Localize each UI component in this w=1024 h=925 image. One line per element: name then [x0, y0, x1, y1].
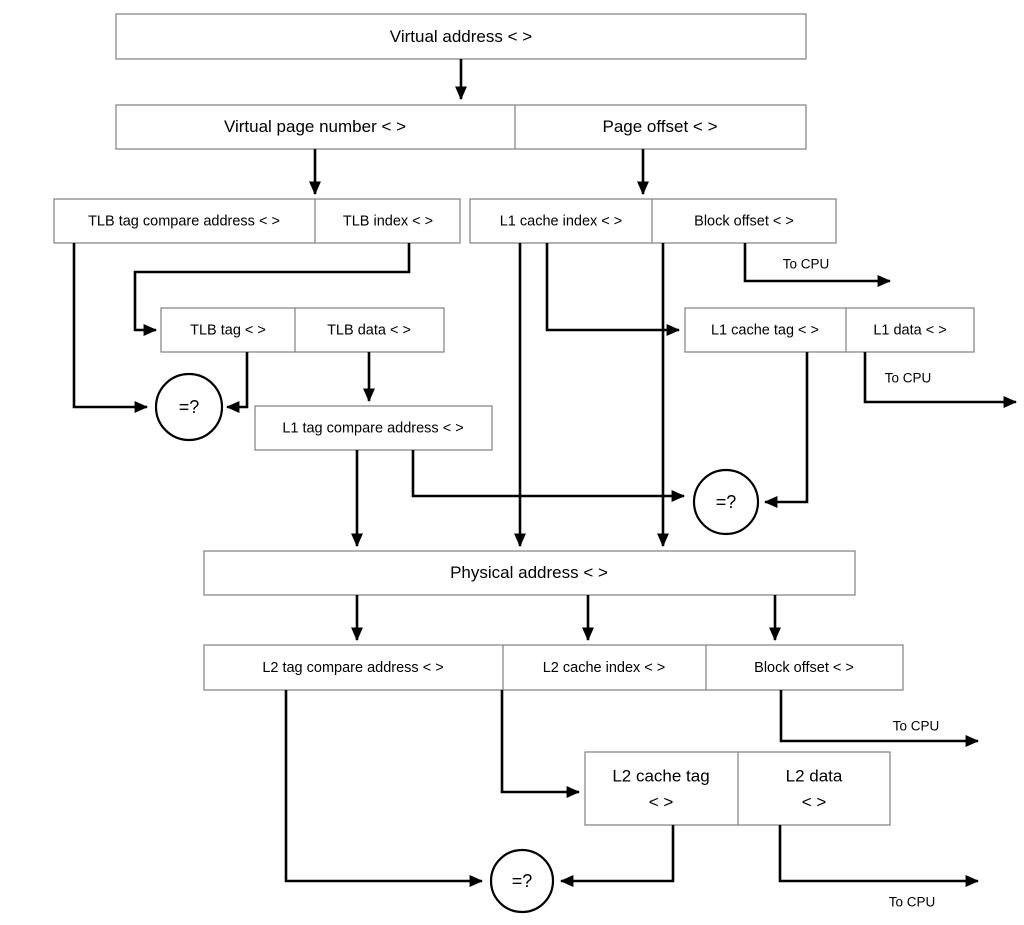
virtual-address-label: Virtual address < > — [390, 27, 532, 46]
wire-block-offset-to-cpu — [743, 243, 892, 287]
l1-tag-compare-address-label: L1 tag compare address < > — [282, 420, 463, 436]
wire-l2-tag-to-comparator — [559, 825, 675, 887]
l1-tag-compare-address-box: L1 tag compare address < > — [254, 405, 493, 451]
l2-address-split-box: L2 tag compare address < > L2 cache inde… — [203, 644, 904, 691]
wire-tlb-tagcompare-to-comparator — [72, 243, 149, 413]
virtual-page-number-box: Virtual page number < > Page offset < > — [115, 104, 807, 150]
virtual-page-number-label: Virtual page number < > — [224, 117, 406, 136]
to-cpu-l2-data-label: To CPU — [889, 895, 936, 910]
l2-data-label-line2: < > — [802, 792, 827, 811]
block-offset-bottom-label: Block offset < > — [754, 660, 854, 676]
wire-l2-index-to-l2-tag — [500, 690, 581, 798]
l1-cache-tag-label: L1 cache tag < > — [711, 322, 819, 338]
l1-cache-index-label: L1 cache index < > — [500, 213, 623, 229]
l2-tag-compare-address-label: L2 tag compare address < > — [262, 660, 443, 676]
tlb-tag-compare-address-label: TLB tag compare address < > — [88, 213, 280, 229]
tlb-tag-label: TLB tag < > — [190, 322, 266, 338]
block-offset-top-label: Block offset < > — [694, 213, 794, 229]
tlb-index-label: TLB index < > — [343, 213, 433, 229]
l2-data-label-line1: L2 data — [786, 766, 843, 785]
wire-l1-index-to-l1-tag — [545, 243, 681, 336]
l1-comparator-label: =? — [716, 492, 737, 512]
to-cpu-block-offset-label: To CPU — [783, 257, 830, 272]
tlb-address-split-box: TLB tag compare address < > TLB index < … — [53, 198, 461, 244]
l1-entry-box: L1 cache tag < > L1 data < > — [684, 307, 975, 353]
wire-l2-tagcompare-to-comparator — [284, 690, 484, 887]
wire-l1-data-to-cpu — [863, 352, 1018, 408]
l1-address-split-box: L1 cache index < > Block offset < > — [469, 198, 837, 244]
l2-cache-tag-label-line1: L2 cache tag — [612, 766, 709, 785]
virtual-address-box: Virtual address < > — [115, 13, 807, 60]
l2-comparator: =? — [489, 848, 555, 914]
l2-cache-index-label: L2 cache index < > — [543, 660, 666, 676]
wire-tlb-tag-to-comparator — [225, 352, 249, 413]
page-offset-label: Page offset < > — [603, 117, 718, 136]
wire-l2-data-to-cpu — [778, 825, 980, 887]
to-cpu-l2-block-offset-label: To CPU — [893, 719, 940, 734]
wire-l1-tag-to-comparator — [763, 352, 809, 508]
wire-tlb-index-to-tlb-tag — [133, 243, 411, 336]
tlb-data-label: TLB data < > — [327, 322, 411, 338]
to-cpu-l1-data-label: To CPU — [885, 371, 932, 386]
wire-l2-block-offset-to-cpu — [779, 690, 980, 747]
tlb-comparator: =? — [154, 372, 224, 442]
physical-address-label: Physical address < > — [450, 563, 608, 582]
l2-cache-tag-label-line2: < > — [649, 792, 674, 811]
tlb-comparator-label: =? — [179, 397, 200, 417]
l1-data-label: L1 data < > — [873, 322, 946, 338]
tlb-entry-box: TLB tag < > TLB data < > — [160, 307, 445, 353]
l2-comparator-label: =? — [512, 871, 533, 891]
physical-address-box: Physical address < > — [203, 550, 856, 596]
l1-comparator: =? — [692, 468, 760, 536]
wire-l1-tagcompare-to-comparator — [411, 450, 686, 502]
l2-entry-box: L2 cache tag < > L2 data < > — [584, 751, 891, 826]
